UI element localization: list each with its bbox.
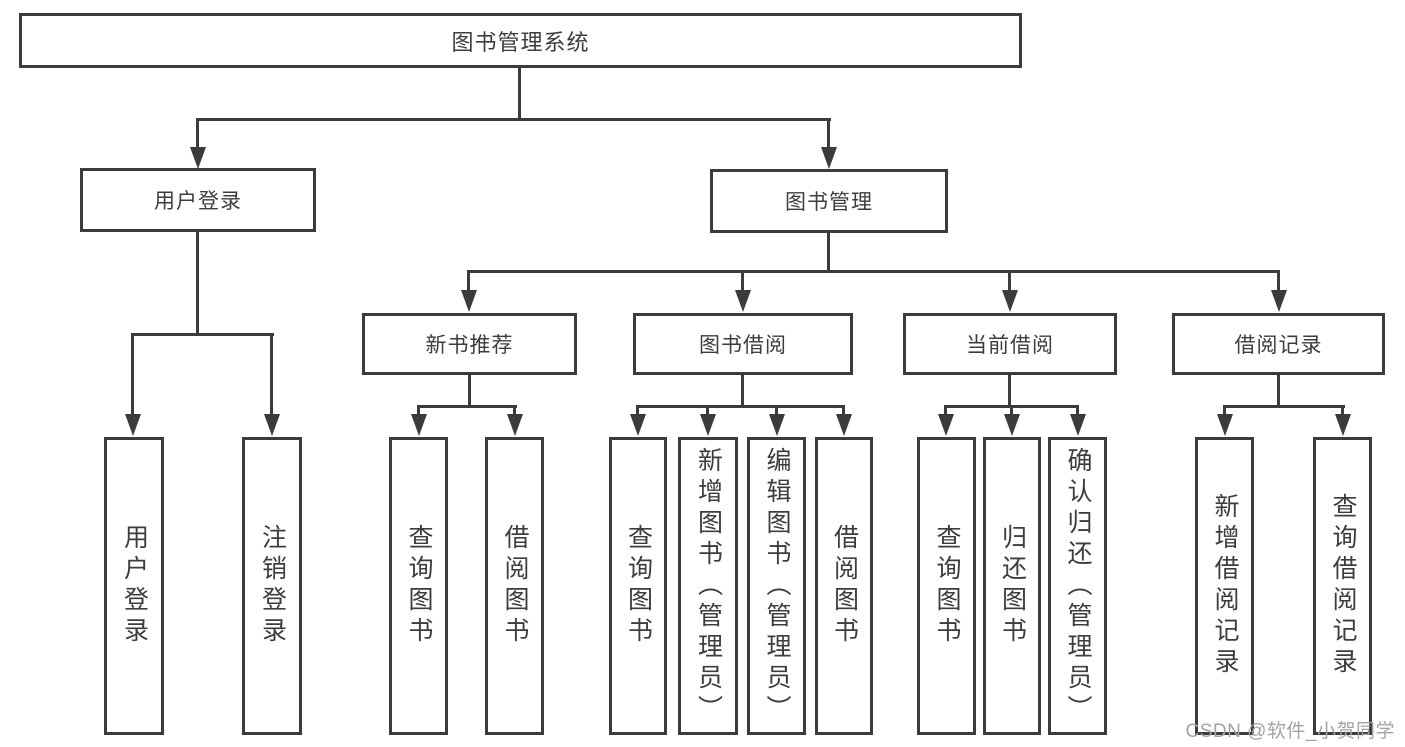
arrow-down-icon xyxy=(1335,414,1351,436)
connector-line xyxy=(467,270,1280,273)
leaf-label: 用户登录 xyxy=(120,524,149,648)
arrow-down-icon xyxy=(125,414,141,436)
connector-line xyxy=(270,333,273,415)
arrow-down-icon xyxy=(735,290,751,312)
connector-line xyxy=(131,333,134,415)
leaf-edit-books-admin: 编辑图书（管理员） xyxy=(747,437,806,735)
connector-line xyxy=(1277,375,1280,408)
connector-line xyxy=(131,333,274,336)
connector-line xyxy=(741,375,744,408)
node-current-borrow: 当前借阅 xyxy=(903,313,1117,375)
leaf-logout: 注销登录 xyxy=(242,437,302,735)
arrow-down-icon xyxy=(1070,414,1086,436)
connector-line xyxy=(741,270,744,292)
csdn-watermark: CSDN @软件_小贺同学 xyxy=(1185,721,1395,742)
node-book-management: 图书管理 xyxy=(710,169,948,233)
leaf-query-books-recommend: 查询图书 xyxy=(389,437,448,735)
node-borrow-records: 借阅记录 xyxy=(1172,313,1385,375)
leaf-add-borrow-record: 新增借阅记录 xyxy=(1195,437,1254,735)
connector-line xyxy=(518,68,521,118)
connector-line xyxy=(468,375,471,408)
arrow-down-icon xyxy=(700,414,716,436)
connector-line xyxy=(1223,405,1345,408)
arrow-down-icon xyxy=(630,414,646,436)
arrow-down-icon xyxy=(1217,414,1233,436)
arrow-down-icon xyxy=(821,147,837,169)
arrow-down-icon xyxy=(1004,414,1020,436)
leaf-label: 查询图书 xyxy=(405,524,433,648)
leaf-label: 注销登录 xyxy=(258,524,287,648)
leaf-label: 查询图书 xyxy=(933,524,961,648)
connector-line xyxy=(1008,270,1011,292)
arrow-down-icon xyxy=(461,290,477,312)
connector-line xyxy=(1277,270,1280,292)
connector-line xyxy=(1076,405,1079,417)
leaf-return-books: 归还图书 xyxy=(983,437,1041,735)
connector-line xyxy=(467,270,470,292)
connector-line xyxy=(827,118,830,150)
connector-line xyxy=(1223,405,1226,417)
arrow-down-icon xyxy=(836,414,852,436)
connector-line xyxy=(636,405,639,417)
leaf-label: 借阅图书 xyxy=(501,524,529,648)
arrow-down-icon xyxy=(411,414,427,436)
leaf-label: 编辑图书（管理员） xyxy=(763,446,791,726)
connector-line xyxy=(636,405,845,408)
leaf-query-books-borrow: 查询图书 xyxy=(609,437,667,735)
node-user-login: 用户登录 xyxy=(80,168,316,232)
connector-line xyxy=(1341,405,1344,417)
leaf-query-borrow-record: 查询借阅记录 xyxy=(1313,437,1372,735)
connector-line xyxy=(944,405,947,417)
connector-line xyxy=(196,118,199,150)
connector-line xyxy=(775,405,778,417)
leaf-confirm-return-admin: 确认归还（管理员） xyxy=(1048,437,1107,735)
connector-line xyxy=(1010,405,1013,417)
arrow-down-icon xyxy=(1271,290,1287,312)
node-book-borrow: 图书借阅 xyxy=(633,313,853,375)
connector-line xyxy=(417,405,517,408)
connector-line xyxy=(706,405,709,417)
node-library-management-system: 图书管理系统 xyxy=(19,13,1022,68)
connector-line xyxy=(196,118,831,121)
leaf-borrow-books-recommend: 借阅图书 xyxy=(485,437,544,735)
leaf-label: 归还图书 xyxy=(998,524,1027,648)
leaf-label: 查询图书 xyxy=(624,524,653,648)
arrow-down-icon xyxy=(938,414,954,436)
arrow-down-icon xyxy=(769,414,785,436)
leaf-query-books-current: 查询图书 xyxy=(917,437,976,735)
arrow-down-icon xyxy=(190,147,206,169)
arrow-down-icon xyxy=(1002,290,1018,312)
leaf-label: 确认归还（管理员） xyxy=(1064,446,1092,726)
connector-line xyxy=(1008,375,1011,408)
connector-line xyxy=(196,232,199,336)
node-new-book-recommend: 新书推荐 xyxy=(362,313,577,375)
connector-line xyxy=(842,405,845,417)
leaf-borrow-books: 借阅图书 xyxy=(815,437,873,735)
leaf-user-login: 用户登录 xyxy=(104,437,164,735)
connector-line xyxy=(513,405,516,417)
leaf-label: 新增借阅记录 xyxy=(1211,493,1239,679)
arrow-down-icon xyxy=(507,414,523,436)
leaf-add-books-admin: 新增图书（管理员） xyxy=(678,437,738,735)
connector-line xyxy=(827,233,830,273)
arrow-down-icon xyxy=(264,414,280,436)
connector-line xyxy=(417,405,420,417)
leaf-label: 借阅图书 xyxy=(830,524,859,648)
leaf-label: 新增图书（管理员） xyxy=(694,446,723,726)
leaf-label: 查询借阅记录 xyxy=(1329,493,1357,679)
